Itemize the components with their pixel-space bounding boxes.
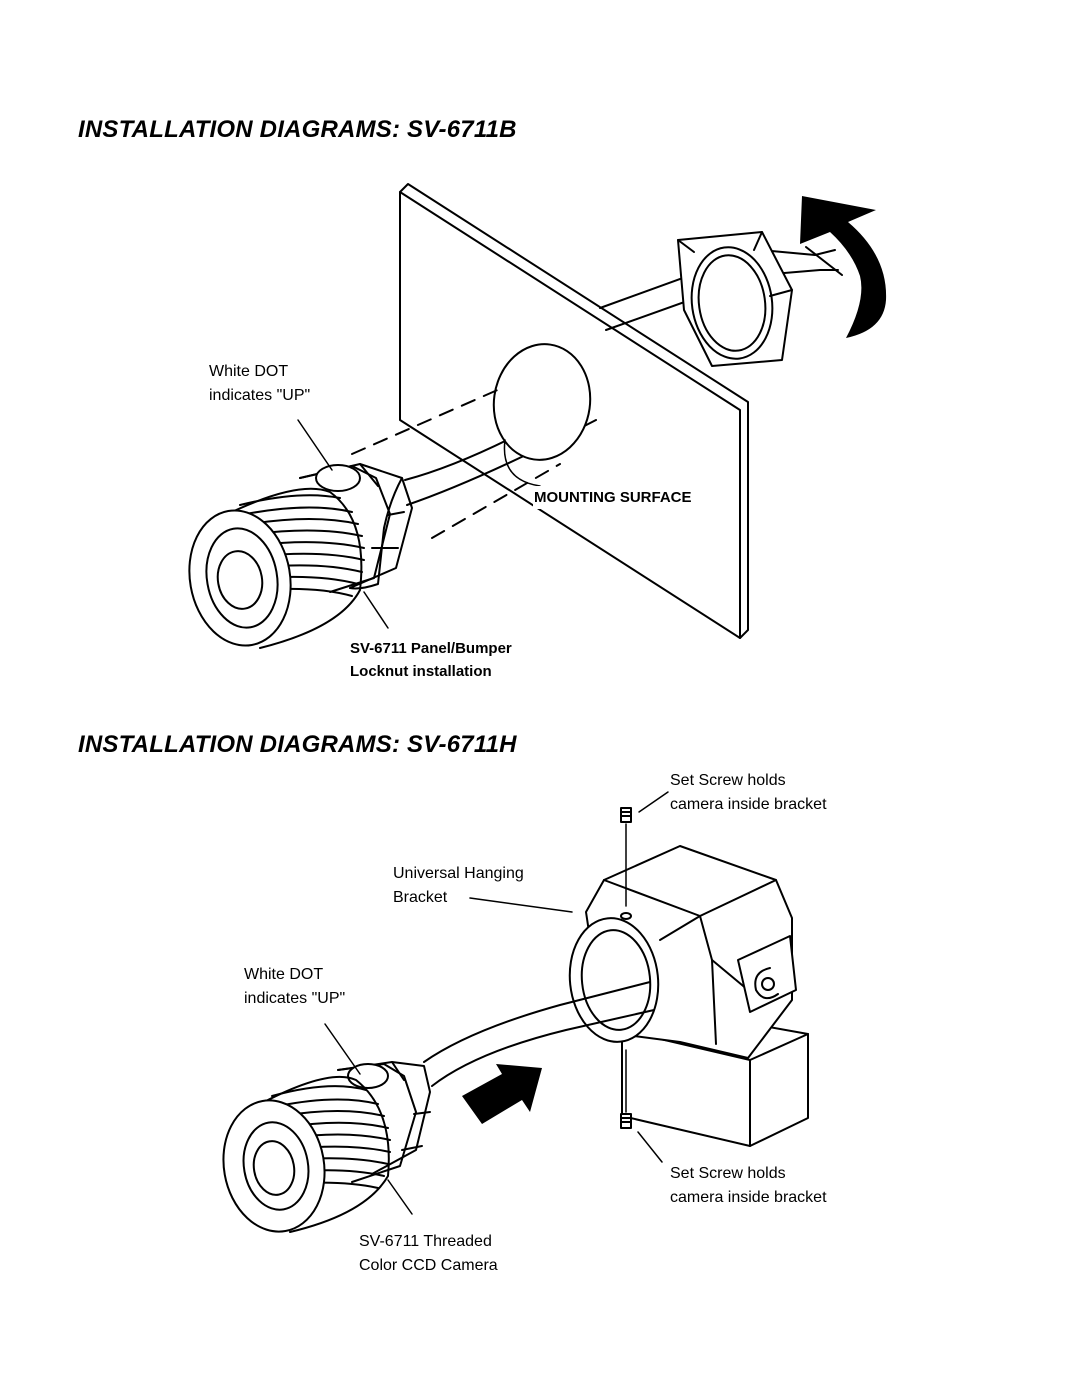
white-dot-label-b: White DOT indicates "UP" — [209, 363, 311, 404]
caption-leader — [364, 592, 388, 628]
set-screw-bottom-icon — [621, 1114, 631, 1128]
white-dot-leader — [298, 420, 332, 470]
white-dot-leader-h — [325, 1024, 360, 1074]
push-arrow-icon — [462, 1064, 542, 1124]
bracket-label: Universal Hanging Bracket — [393, 865, 524, 906]
white-dot-label-h: White DOT indicates "UP" — [244, 966, 346, 1007]
set-screw-top-icon — [621, 808, 631, 822]
mounting-surface-label: MOUNTING SURFACE — [533, 486, 693, 509]
caption-b: SV-6711 Panel/Bumper Locknut installatio… — [350, 640, 512, 680]
set-screw-top-leader — [639, 792, 668, 812]
camera-sv6711h — [213, 1062, 430, 1240]
cable-h — [424, 982, 654, 1086]
camera-sv6711b — [179, 464, 412, 654]
rotate-arrow-icon — [800, 196, 887, 338]
diagram-h-title: INSTALLATION DIAGRAMS: SV-6711H — [78, 731, 517, 758]
diagram-b-title: INSTALLATION DIAGRAMS: SV-6711B — [78, 116, 517, 143]
alignment-lines — [352, 388, 560, 538]
set-screw-bottom-leader — [638, 1132, 662, 1162]
set-screw-top-label: Set Screw holds camera inside bracket — [670, 772, 827, 813]
set-screw-bottom-label: Set Screw holds camera inside bracket — [670, 1165, 827, 1206]
caption-h: SV-6711 Threaded Color CCD Camera — [359, 1233, 498, 1274]
hex-locknut — [678, 232, 792, 366]
hanging-bracket-head — [564, 846, 796, 1058]
bracket-leader — [470, 898, 572, 912]
panel-hole — [486, 338, 597, 466]
caption-h-leader — [388, 1180, 412, 1214]
